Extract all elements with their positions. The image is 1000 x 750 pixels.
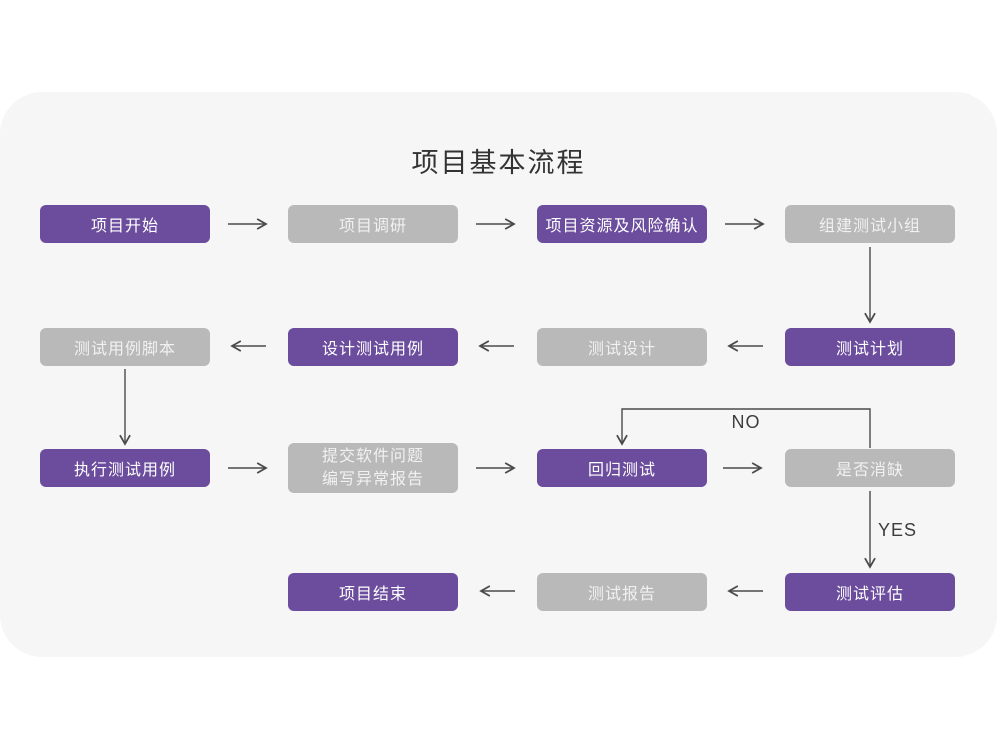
node-label: 项目开始: [90, 218, 159, 235]
node-execute-test-case: 执行测试用例: [40, 449, 210, 487]
node-submit-issue-report: 提交软件问题 编写异常报告: [288, 443, 458, 493]
node-label: 组建测试小组: [818, 218, 921, 235]
node-label-line1: 提交软件问题: [321, 447, 424, 465]
node-label: 测试设计: [587, 341, 656, 358]
node-test-plan: 测试计划: [785, 328, 955, 366]
node-design-test-case: 设计测试用例: [288, 328, 458, 366]
edge-label-yes: YES: [878, 520, 918, 540]
page-title: 项目基本流程: [411, 148, 586, 178]
node-label: 是否消缺: [835, 462, 904, 479]
node-test-design: 测试设计: [537, 328, 707, 366]
node-label: 回归测试: [587, 462, 656, 479]
node-label-line2: 编写异常报告: [321, 471, 424, 488]
node-label: 项目资源及风险确认: [545, 218, 699, 235]
node-label: 测试评估: [835, 586, 904, 603]
node-label: 测试报告: [587, 586, 656, 603]
node-label: 项目结束: [338, 586, 407, 603]
edge-label-no: NO: [731, 412, 761, 432]
node-regression-test: 回归测试: [537, 449, 707, 487]
node-project-research: 项目调研: [288, 205, 458, 243]
node-label: 执行测试用例: [73, 462, 176, 479]
flowchart-card: [0, 92, 997, 657]
node-label: 项目调研: [338, 218, 407, 235]
node-label: 测试用例脚本: [73, 341, 176, 358]
node-resource-risk-confirm: 项目资源及风险确认: [537, 205, 707, 243]
node-build-test-team: 组建测试小组: [785, 205, 955, 243]
node-label: 测试计划: [835, 341, 904, 358]
node-test-evaluate: 测试评估: [785, 573, 955, 611]
node-test-case-script: 测试用例脚本: [40, 328, 210, 366]
node-label: 设计测试用例: [321, 341, 424, 358]
node-defect-cleared-check: 是否消缺: [785, 449, 955, 487]
node-project-start: 项目开始: [40, 205, 210, 243]
node-test-report: 测试报告: [537, 573, 707, 611]
node-project-end: 项目结束: [288, 573, 458, 611]
